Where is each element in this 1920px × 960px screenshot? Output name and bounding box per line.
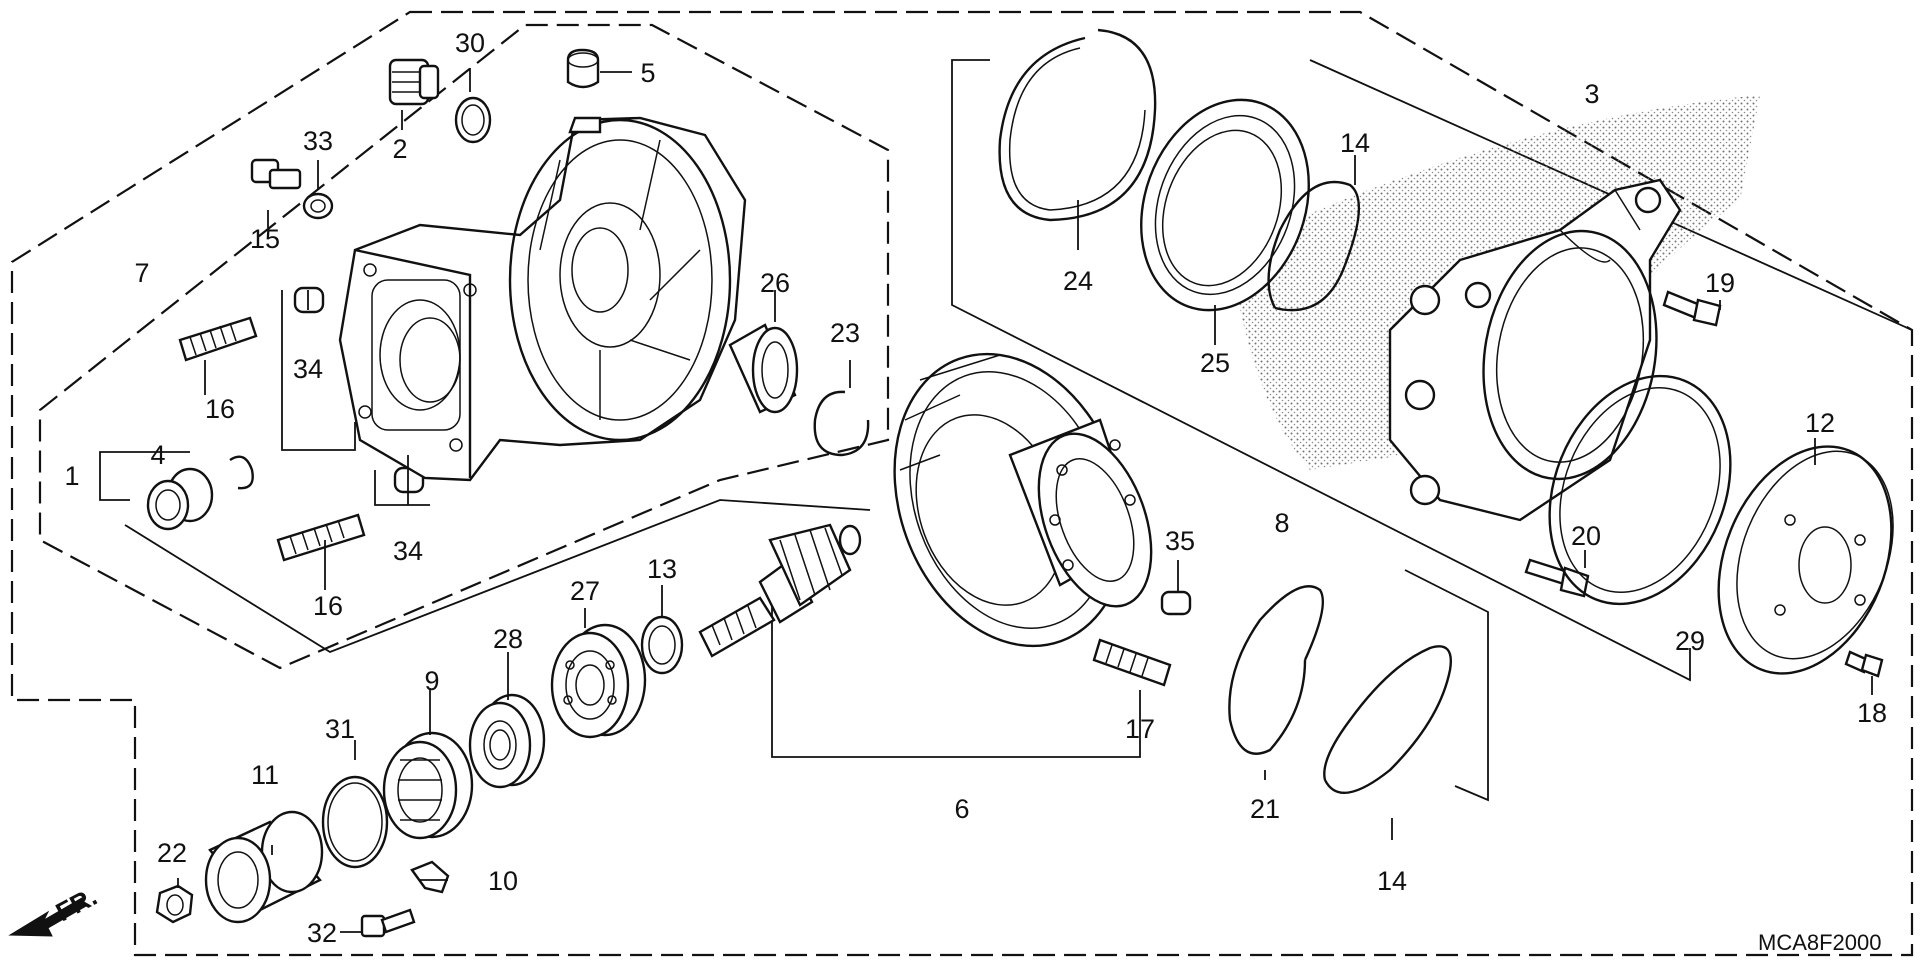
ring-gear-6 (893, 352, 1153, 648)
needle-bearing-26 (728, 323, 799, 414)
bolt-32 (360, 908, 416, 938)
front-direction-arrow-icon (8, 897, 87, 937)
callout-5: 5 (640, 58, 655, 88)
lock-nut-9 (382, 731, 474, 840)
cap-5 (566, 48, 600, 89)
final-drive-housing-3 (1388, 178, 1682, 522)
bearing-25 (1140, 98, 1310, 312)
callout-18: 18 (1857, 698, 1887, 728)
cover-12 (1717, 445, 1894, 675)
callout-8: 8 (1274, 508, 1289, 538)
callout-23: 23 (830, 318, 860, 348)
stud-16-lower (276, 513, 366, 562)
ball-bearing-27 (550, 623, 647, 739)
o-ring-30 (454, 96, 492, 144)
callout-29: 29 (1675, 626, 1705, 656)
callout-27: 27 (570, 576, 600, 606)
group-bracket-8 (951, 59, 1691, 682)
needle-bearing-1 (146, 467, 214, 531)
callout-6: 6 (954, 794, 969, 824)
callout-3: 3 (1584, 79, 1599, 109)
washer-33 (302, 192, 334, 220)
circlip-23 (813, 390, 870, 457)
callout-14-lower: 14 (1377, 866, 1407, 896)
callout-17: 17 (1125, 714, 1155, 744)
ball-bearing-28 (468, 693, 546, 789)
circlip-4 (229, 455, 254, 490)
callout-15: 15 (250, 224, 280, 254)
dowel-35 (1160, 590, 1192, 616)
bolt-18 (1844, 650, 1884, 678)
callout-22: 22 (157, 838, 187, 868)
callout-14-upper: 14 (1340, 128, 1370, 158)
callout-16-upper: 16 (205, 394, 235, 424)
callout-1: 1 (64, 461, 79, 491)
callout-16-lower: 16 (313, 591, 343, 621)
callout-9: 9 (424, 666, 439, 696)
diagram-code: MCA8F2000 (1758, 930, 1882, 955)
callout-7: 7 (134, 258, 149, 288)
callout-33: 33 (303, 126, 333, 156)
seal-29 (1548, 374, 1732, 606)
callout-labels: 1 2 3 4 5 6 7 8 9 10 11 12 13 14 14 14 1… (64, 28, 1887, 948)
case-group-boundary (38, 23, 890, 670)
splined-sleeve-11 (204, 810, 324, 924)
callout-4: 4 (150, 440, 165, 470)
o-ring-31 (321, 775, 389, 869)
callout-11: 11 (251, 760, 279, 790)
callout-26: 26 (760, 268, 790, 298)
snap-ring-21 (1228, 585, 1324, 755)
snap-ring-14-lower (1323, 645, 1452, 794)
callout-20: 20 (1571, 521, 1601, 551)
bolt-19 (1662, 290, 1722, 327)
bolt-15 (250, 158, 302, 190)
outer-boundary (10, 10, 1914, 957)
callout-13: 13 (647, 554, 677, 584)
callout-34-upper: 34 (293, 354, 323, 384)
callout-10: 10 (488, 866, 518, 896)
pinion-gear (698, 523, 862, 658)
callout-19: 19 (1705, 268, 1735, 298)
group-bracket-21 (1404, 569, 1489, 802)
dowel-34-upper (293, 286, 325, 314)
stud-16-upper (178, 316, 258, 362)
callout-21: 21 (1250, 794, 1280, 824)
plug-2 (388, 58, 440, 106)
group-bracket-6 (771, 585, 1141, 758)
callout-2: 2 (392, 134, 407, 164)
leader-lines (99, 68, 1873, 933)
snap-ring-14-upper (1267, 180, 1360, 312)
callout-32: 32 (307, 918, 337, 948)
callout-34-lower: 34 (393, 536, 423, 566)
callout-35: 35 (1165, 526, 1195, 556)
callout-25: 25 (1200, 348, 1230, 378)
stud-17 (1092, 638, 1172, 687)
snap-ring-24 (998, 28, 1157, 222)
group-bracket-case (124, 499, 871, 654)
callout-12: 12 (1805, 408, 1835, 438)
callout-24: 24 (1063, 266, 1093, 296)
final-drive-case-7 (338, 116, 747, 482)
callout-30: 30 (455, 28, 485, 58)
callout-31: 31 (325, 714, 355, 744)
lock-plate-10 (410, 860, 450, 894)
callout-28: 28 (493, 624, 523, 654)
nut-22 (155, 884, 194, 924)
